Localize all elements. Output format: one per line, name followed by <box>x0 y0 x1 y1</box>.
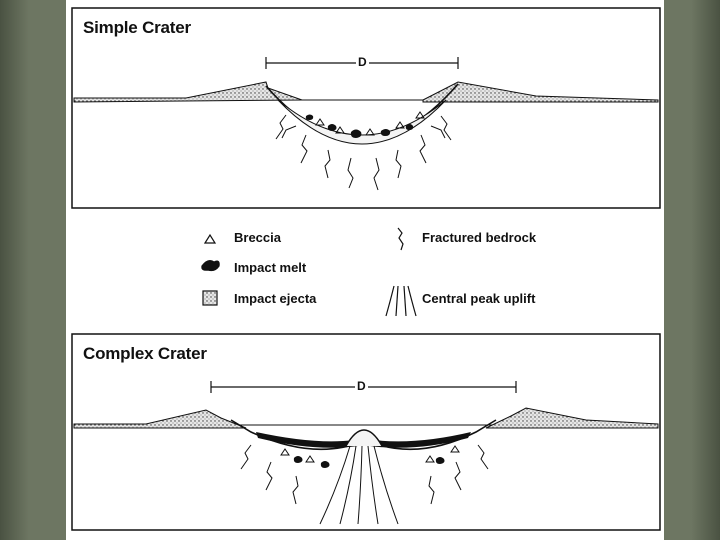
simple-breccia-fill <box>315 111 425 136</box>
figure-sheet: Simple Crater D Breccia Impact melt Impa… <box>66 0 664 540</box>
complex-melt-fill <box>293 456 445 468</box>
complex-breccia-fill <box>280 445 460 463</box>
complex-melt-sheet <box>256 432 471 448</box>
complex-central-peak <box>345 429 383 447</box>
breccia-icon <box>203 233 217 244</box>
simple-ejecta-right <box>422 81 659 103</box>
central-peak-uplift-icon <box>385 285 417 317</box>
simple-crater-panel <box>71 7 661 209</box>
legend-fractured-bedrock-label: Fractured bedrock <box>422 230 537 245</box>
complex-dimension-label: D <box>355 379 368 393</box>
legend-impact-ejecta-label: Impact ejecta <box>234 291 317 306</box>
impact-ejecta-icon <box>202 290 218 306</box>
legend-impact-melt-label: Impact melt <box>234 260 307 275</box>
simple-dimension-label: D <box>356 55 369 69</box>
simple-crater-title: Simple Crater <box>83 18 191 37</box>
complex-crater-title: Complex Crater <box>83 344 207 363</box>
complex-fractured-bedrock <box>240 444 489 505</box>
crater-diagram <box>71 7 661 531</box>
simple-melt-fill <box>305 114 414 138</box>
fractured-bedrock-icon <box>397 227 404 251</box>
complex-central-uplift <box>319 445 399 525</box>
legend-breccia-label: Breccia <box>234 230 281 245</box>
legend-central-peak-uplift-label: Central peak uplift <box>422 291 536 306</box>
complex-ejecta-left <box>73 409 247 429</box>
legend-icons <box>201 227 417 317</box>
complex-ejecta-right <box>485 407 659 429</box>
impact-melt-icon <box>201 260 220 272</box>
simple-fractured-bedrock <box>275 114 452 191</box>
